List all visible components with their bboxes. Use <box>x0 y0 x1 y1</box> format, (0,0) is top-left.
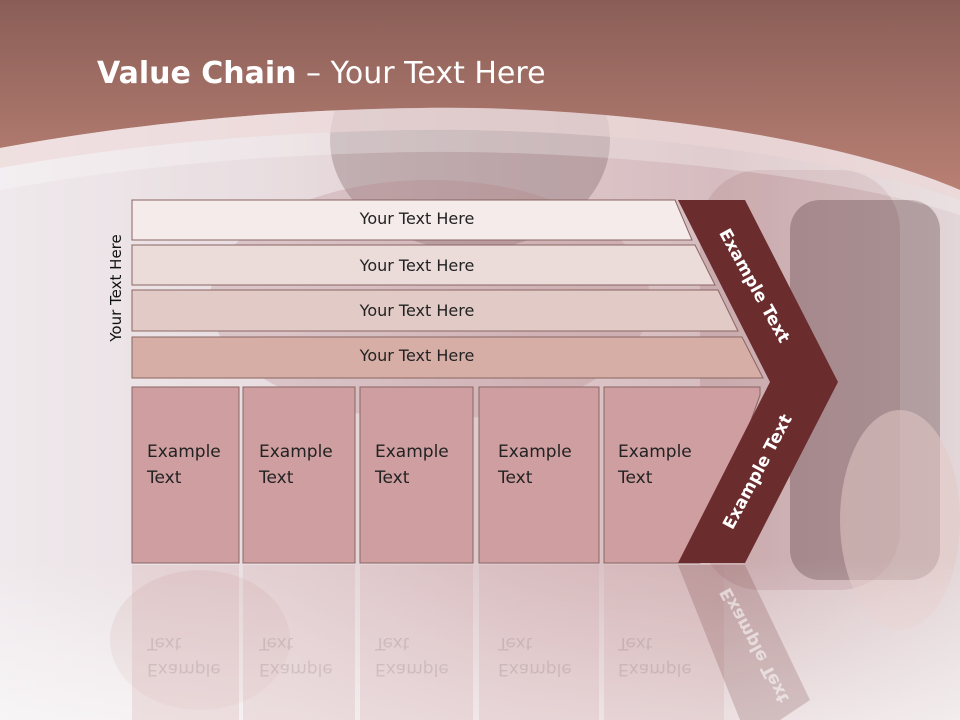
box-1-line1: Example <box>147 442 221 462</box>
row-bar-4 <box>131 336 764 379</box>
box-3 <box>359 386 474 564</box>
box-label-1: Example Text <box>147 439 221 491</box>
row-bar-3 <box>131 289 739 332</box>
box-label-5: Example Text <box>618 439 692 491</box>
box-5-line2: Text <box>618 468 653 488</box>
row-label-4: Your Text Here <box>359 346 475 365</box>
row-label-1: Your Text Here <box>359 209 475 228</box>
box-3-line1: Example <box>375 442 449 462</box>
box-4-line1: Example <box>498 442 572 462</box>
box-3-line2: Text <box>375 468 410 488</box>
row-bar-2 <box>131 244 716 286</box>
box-4 <box>478 386 600 564</box>
chevron <box>678 200 838 563</box>
box-label-3: Example Text <box>375 439 449 491</box>
row-bar-1 <box>131 199 693 241</box>
box-1 <box>131 386 240 564</box>
box-4-line2: Text <box>498 468 533 488</box>
vertical-label: Your Text Here <box>107 234 125 342</box>
box-label-2: Example Text <box>259 439 333 491</box>
box-2 <box>242 386 356 564</box>
box-label-4: Example Text <box>498 439 572 491</box>
row-label-2: Your Text Here <box>359 256 475 275</box>
title-bold: Value Chain <box>97 56 297 91</box>
title-rest: – Your Text Here <box>296 56 546 91</box>
box-2-line1: Example <box>259 442 333 462</box>
box-1-line2: Text <box>147 468 182 488</box>
row-label-3: Your Text Here <box>359 301 475 320</box>
slide-title: Value Chain – Your Text Here <box>97 54 546 94</box>
box-5-line1: Example <box>618 442 692 462</box>
box-2-line2: Text <box>259 468 294 488</box>
